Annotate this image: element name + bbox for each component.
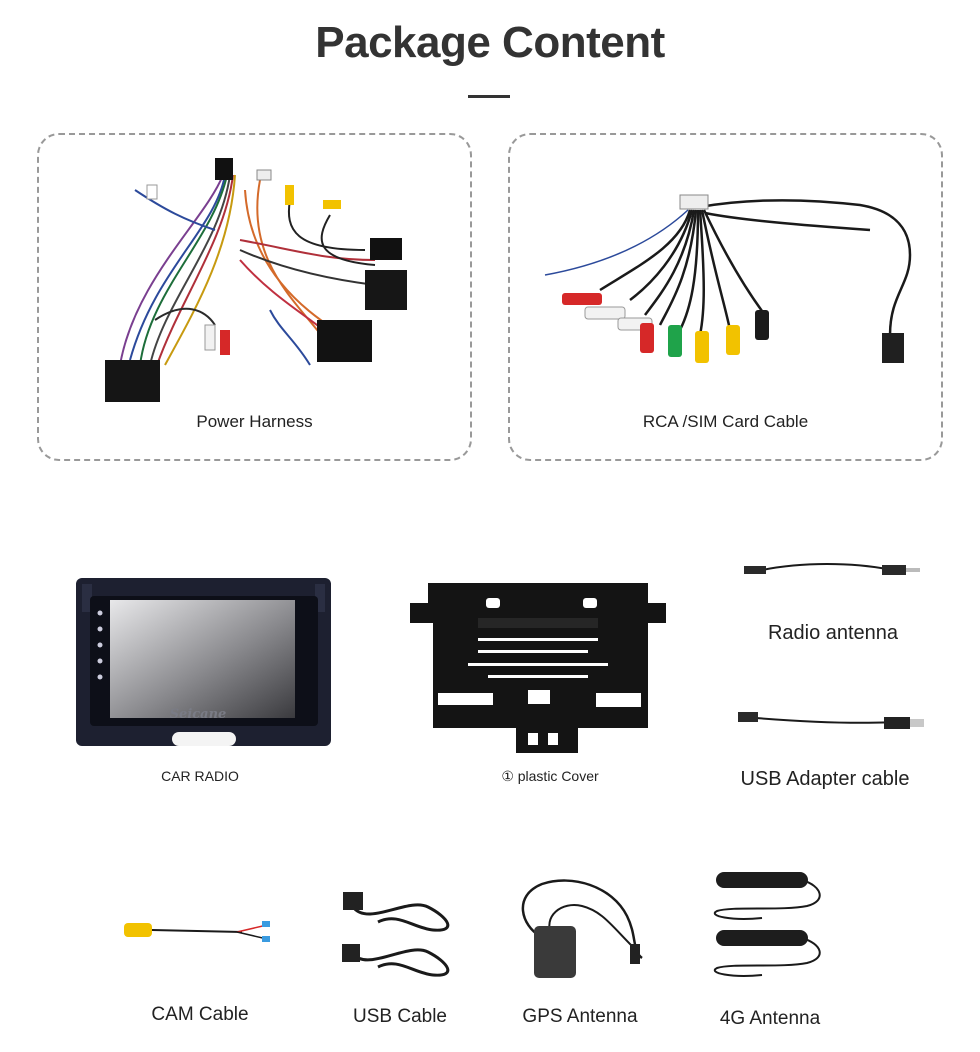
- rca-sim-card: [508, 133, 943, 461]
- usb-cable-label: USB Cable: [353, 1006, 447, 1027]
- plastic-cover-image: [410, 583, 666, 753]
- usb-adapter-cable-label: USB Adapter cable: [740, 768, 910, 790]
- usb-adapter-cable-image: [738, 712, 924, 729]
- cam-cable-label: CAM Cable: [151, 1004, 249, 1025]
- plastic-cover-label: ① plastic Cover: [501, 768, 599, 784]
- power-harness-card: [37, 133, 472, 461]
- title-underline: [468, 95, 510, 98]
- 4g-antenna-image: [713, 872, 821, 977]
- gps-antenna-label: GPS Antenna: [522, 1006, 638, 1027]
- rca-sim-cable-label: RCA /SIM Card Cable: [642, 412, 809, 431]
- car-radio-label: CAR RADIO: [161, 768, 239, 784]
- power-harness-image: [105, 158, 407, 402]
- cam-cable-image: [124, 921, 270, 942]
- page-title: Package Content: [315, 18, 665, 67]
- power-harness-label: Power Harness: [196, 412, 313, 431]
- rca-sim-cable-image: [544, 194, 912, 363]
- car-radio-image: [76, 578, 331, 746]
- radio-antenna-image: [744, 563, 920, 575]
- usb-cable-image: [342, 892, 450, 977]
- radio-antenna-label: Radio antenna: [767, 622, 899, 644]
- gps-antenna-image: [521, 879, 643, 978]
- car-radio-brand: Seicane: [169, 707, 227, 722]
- 4g-antenna-label: 4G Antenna: [719, 1008, 821, 1029]
